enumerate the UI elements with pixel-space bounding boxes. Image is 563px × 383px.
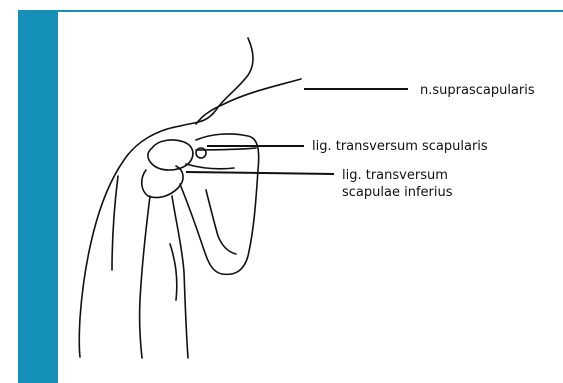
arm-inner-contour (112, 176, 118, 270)
scapula-ridge (206, 190, 236, 254)
humerus-outline (142, 166, 183, 198)
neck-outline (180, 38, 253, 126)
acromion-outline (148, 140, 193, 170)
label-inferior-ligament-line-1: lig. transversum (342, 168, 448, 183)
humerus-shaft (140, 196, 150, 358)
scapula-body (180, 134, 259, 274)
back-contour (196, 79, 301, 124)
humerus-shaft-inner (172, 196, 188, 358)
label-superior-ligament: lig. transversum scapularis (312, 139, 488, 154)
leader-inferior-ligament (186, 172, 334, 174)
shoulder-contour (79, 126, 180, 357)
humerus-detail (170, 244, 177, 300)
scapula-spine (186, 164, 234, 169)
label-suprascapular-nerve: n.suprascapularis (420, 83, 535, 98)
label-inferior-ligament-line-2: scapulae inferius (342, 185, 453, 200)
